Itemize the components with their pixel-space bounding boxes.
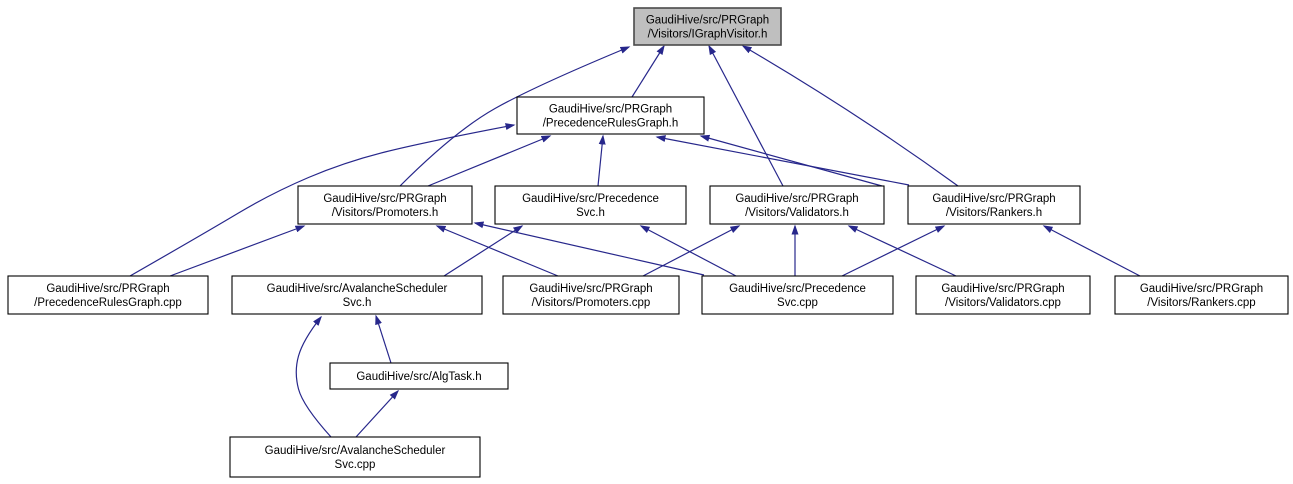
edge-precedencerulesgraph_cpp--promoters_h: [169, 225, 306, 277]
node-box: [907, 185, 1081, 225]
node-label-line: GaudiHive/src/AvalancheScheduler: [265, 445, 446, 457]
node-label-line: /Visitors/Promoters.h: [332, 207, 439, 219]
edge-avalancheschedulersvc_cpp--avalancheschedulersvc_h: [295, 315, 332, 438]
node-box: [1114, 275, 1289, 315]
node-label-line: GaudiHive/src/PRGraph: [646, 15, 769, 27]
edge-rankers_h--igraphvisitor_h: [741, 45, 959, 187]
node-box: [297, 185, 473, 225]
node-box: [633, 7, 782, 46]
node-promoters_h[interactable]: GaudiHive/src/PRGraph/Visitors/Promoters…: [297, 185, 473, 225]
node-box: [915, 275, 1091, 315]
edge-precedencesvc_h--precedencerulesgraph_h: [597, 134, 606, 187]
node-label-line: GaudiHive/src/PRGraph: [46, 283, 169, 295]
node-label-line: GaudiHive/src/AlgTask.h: [356, 371, 481, 383]
node-promoters_cpp[interactable]: GaudiHive/src/PRGraph/Visitors/Promoters…: [502, 275, 680, 315]
node-label-line: Svc.h: [343, 297, 372, 309]
node-label-line: /Visitors/Rankers.h: [946, 207, 1042, 219]
edge-promoters_cpp--promoters_h: [435, 225, 559, 277]
node-validators_cpp[interactable]: GaudiHive/src/PRGraph/Visitors/Validator…: [915, 275, 1091, 315]
edge-precedencesvc_cpp--promoters_h: [473, 221, 705, 276]
node-label-line: GaudiHive/src/Precedence: [729, 283, 866, 295]
edge-precedencesvc_cpp--rankers_h: [841, 225, 946, 277]
node-box: [701, 275, 894, 315]
node-box: [516, 96, 705, 135]
node-box: [494, 185, 687, 225]
edge-precedencerulesgraph_cpp--precedencerulesgraph_h: [129, 123, 516, 277]
node-label-line: /Visitors/Validators.h: [745, 207, 849, 219]
node-label-line: GaudiHive/src/Precedence: [522, 193, 659, 205]
node-label-line: /PrecedenceRulesGraph.h: [543, 118, 679, 130]
node-label-line: GaudiHive/src/PRGraph: [932, 193, 1055, 205]
node-precedencerulesgraph_cpp[interactable]: GaudiHive/src/PRGraph/PrecedenceRulesGra…: [7, 275, 209, 315]
edge-promoters_h--precedencerulesgraph_h: [427, 135, 552, 187]
node-label-line: /Visitors/Validators.cpp: [945, 297, 1061, 309]
edge-precedencesvc_cpp--precedencesvc_h: [639, 225, 737, 277]
node-label-line: Svc.cpp: [777, 297, 818, 309]
node-label-line: GaudiHive/src/PRGraph: [529, 283, 652, 295]
node-label-line: GaudiHive/src/PRGraph: [1140, 283, 1263, 295]
node-label-line: GaudiHive/src/AvalancheScheduler: [267, 283, 448, 295]
node-igraphvisitor_h[interactable]: GaudiHive/src/PRGraph/Visitors/IGraphVis…: [633, 7, 782, 46]
node-box: [329, 362, 509, 390]
node-label-line: GaudiHive/src/PRGraph: [735, 193, 858, 205]
node-label-line: GaudiHive/src/PRGraph: [549, 104, 672, 116]
edge-validators_cpp--validators_h: [847, 225, 957, 277]
node-box: [229, 436, 481, 478]
edge-algtask_h--avalancheschedulersvc_h: [375, 314, 392, 364]
node-label-line: GaudiHive/src/PRGraph: [323, 193, 446, 205]
node-label-line: /PrecedenceRulesGraph.cpp: [34, 297, 182, 309]
edge-rankers_h--precedencerulesgraph_h: [655, 135, 910, 186]
edge-promoters_cpp--validators_h: [642, 225, 741, 277]
node-box: [7, 275, 209, 315]
edge-rankers_cpp--rankers_h: [1042, 225, 1141, 277]
edge-avalancheschedulersvc_h--precedencesvc_h: [443, 225, 524, 277]
node-box: [709, 185, 885, 225]
node-algtask_h[interactable]: GaudiHive/src/AlgTask.h: [329, 362, 509, 390]
node-box: [231, 275, 483, 315]
node-label-line: GaudiHive/src/PRGraph: [941, 283, 1064, 295]
node-label-line: /Visitors/Rankers.cpp: [1147, 297, 1255, 309]
edge-promoters_h--igraphvisitor_h: [399, 46, 631, 187]
node-label-line: Svc.h: [576, 207, 605, 219]
node-label-line: /Visitors/IGraphVisitor.h: [648, 29, 768, 41]
node-label-line: /Visitors/Promoters.cpp: [532, 297, 651, 309]
edge-validators_h--igraphvisitor_h: [708, 44, 784, 187]
edge-validators_h--precedencerulesgraph_h: [699, 134, 883, 187]
node-precedencerulesgraph_h[interactable]: GaudiHive/src/PRGraph/PrecedenceRulesGra…: [516, 96, 705, 135]
edge-precedencerulesgraph_h--igraphvisitor_h: [631, 44, 665, 98]
node-validators_h[interactable]: GaudiHive/src/PRGraph/Visitors/Validator…: [709, 185, 885, 225]
edge-avalancheschedulersvc_cpp--algtask_h: [355, 389, 400, 438]
node-label-line: Svc.cpp: [335, 459, 376, 471]
node-box: [502, 275, 680, 315]
node-rankers_h[interactable]: GaudiHive/src/PRGraph/Visitors/Rankers.h: [907, 185, 1081, 225]
node-rankers_cpp[interactable]: GaudiHive/src/PRGraph/Visitors/Rankers.c…: [1114, 275, 1289, 315]
